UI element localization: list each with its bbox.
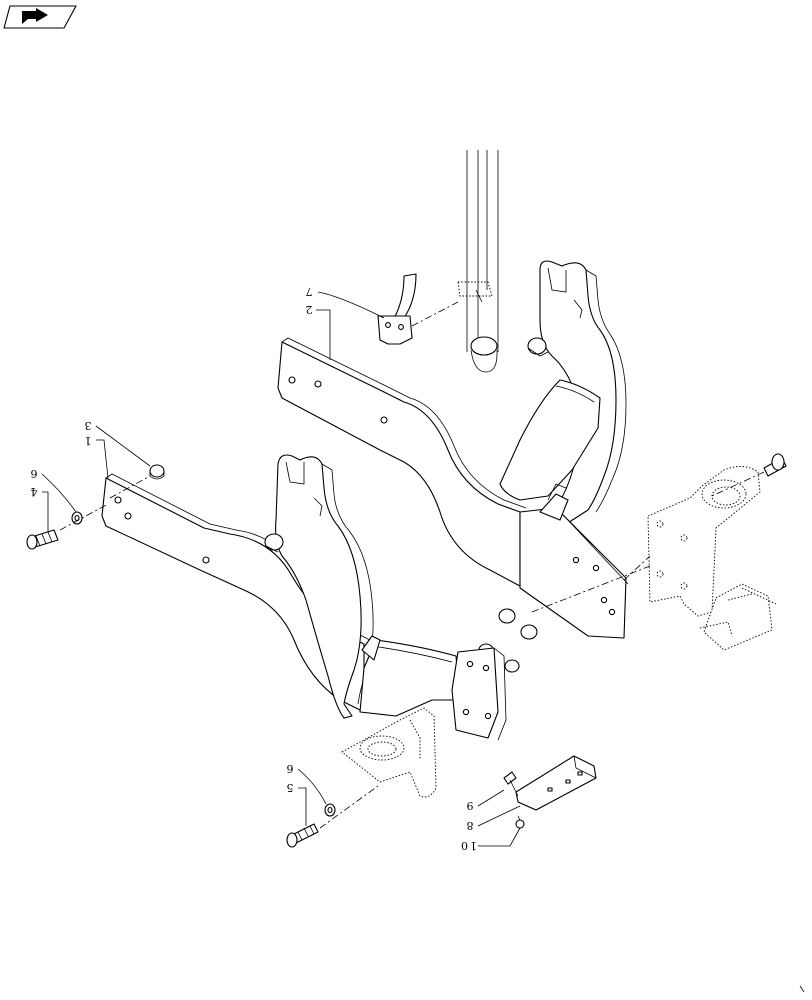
assembly-line-left [59,503,109,531]
part-5-bolt [286,823,319,848]
part-6-washer-lower [324,803,336,817]
callout-7: 7 [306,285,313,298]
assembly-line-lower [319,785,379,829]
part-1-frame-arm [101,454,507,741]
part-7-clamp-bracket [377,273,459,345]
callout-1: 1 [85,434,92,447]
part-4-bolt [26,529,59,550]
nav-arrow-icon[interactable] [3,5,77,29]
callout-2: 2 [306,303,313,316]
part-6-washer-upper [71,511,83,525]
callout-6-upper: 6 [31,467,38,480]
callout-8: 8 [467,819,474,832]
callout-5: 5 [287,781,294,794]
leader-lines [41,291,521,847]
part-8-plate [515,755,597,811]
callout-9: 9 [467,799,474,812]
corner-mark [799,985,805,993]
part-3-bushing [149,464,165,480]
callout-4: 4 [31,485,38,498]
callout-6-lower: 6 [287,762,294,775]
hydraulic-pipes [457,150,499,373]
right-mount-bracket [531,453,787,651]
callout-3: 3 [85,419,92,432]
part-9-screw [503,771,519,797]
lower-mount-bracket [341,707,437,798]
part-2-frame-arm [277,260,629,639]
callout-labels: 7 2 3 1 6 4 6 5 9 8 10 [31,285,478,852]
part-10-nut [515,815,525,829]
callout-10: 10 [459,839,477,852]
